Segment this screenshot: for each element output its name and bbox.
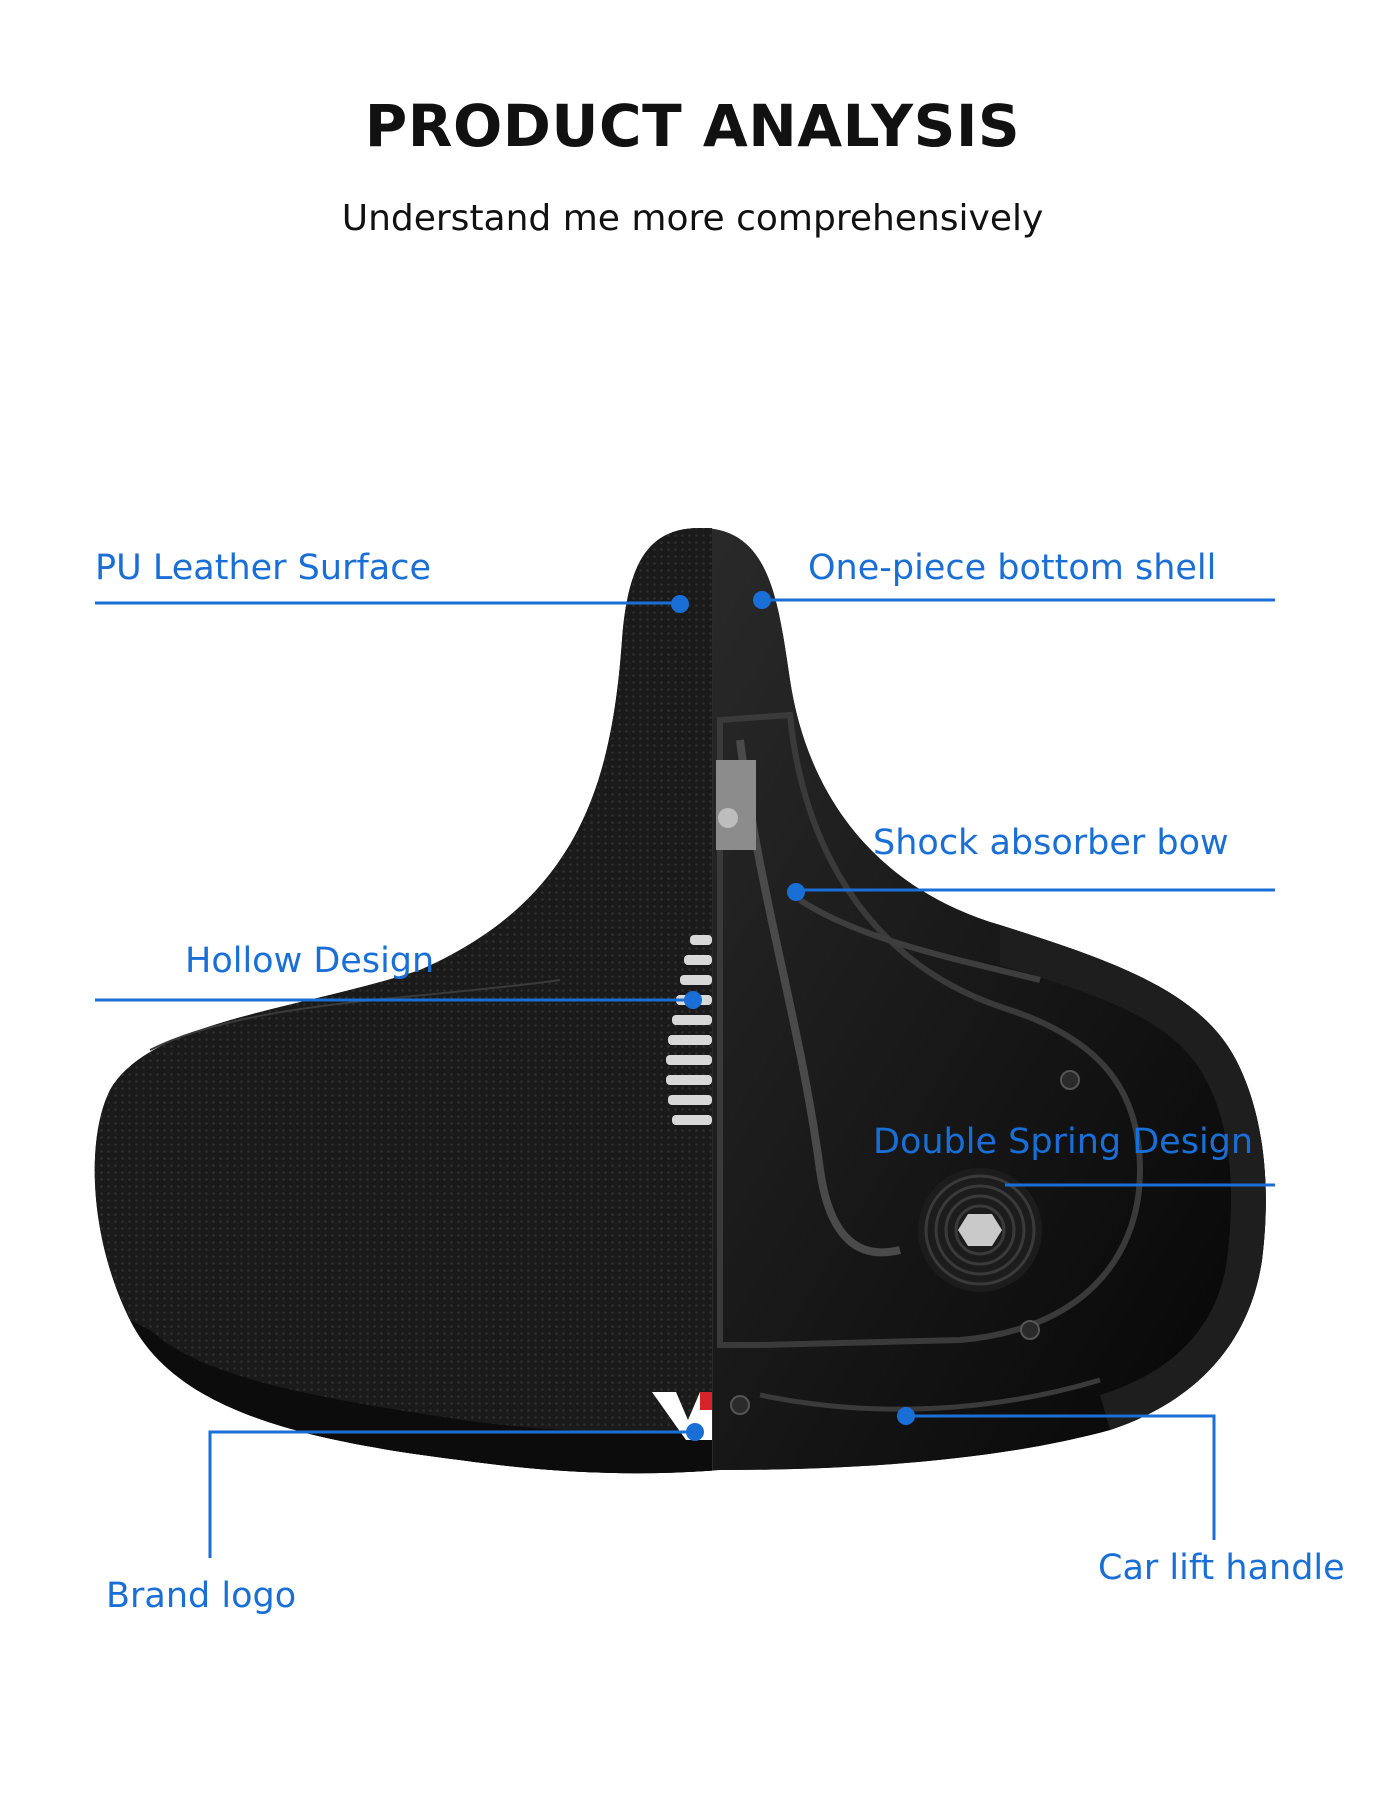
callout-dot-shock-bow bbox=[787, 883, 805, 901]
spring-coil bbox=[918, 1168, 1042, 1292]
label-shock-absorber-bow: Shock absorber bow bbox=[873, 823, 1229, 863]
label-brand-logo: Brand logo bbox=[106, 1576, 297, 1616]
svg-text:WEST: WEST bbox=[598, 1475, 655, 1491]
page-subtitle: Understand me more comprehensively bbox=[341, 198, 1044, 239]
page-title: PRODUCT ANALYSIS bbox=[364, 92, 1021, 160]
label-pu-leather-surface: PU Leather Surface bbox=[95, 548, 432, 588]
callout-dot-hollow bbox=[684, 991, 702, 1009]
label-car-lift-handle: Car lift handle bbox=[1098, 1548, 1345, 1588]
callout-dot-lift-handle bbox=[897, 1407, 915, 1425]
callout-line-brand-logo bbox=[208, 1430, 692, 1558]
callout-dot-brand-logo bbox=[686, 1423, 704, 1441]
label-double-spring-design: Double Spring Design bbox=[873, 1122, 1254, 1162]
callout-dot-pu-leather bbox=[671, 595, 689, 613]
callout-line-lift-handle bbox=[906, 1414, 1216, 1540]
callout-dot-bottom-shell bbox=[753, 591, 771, 609]
label-one-piece-bottom-shell: One-piece bottom shell bbox=[808, 548, 1217, 588]
label-hollow-design: Hollow Design bbox=[185, 941, 435, 981]
